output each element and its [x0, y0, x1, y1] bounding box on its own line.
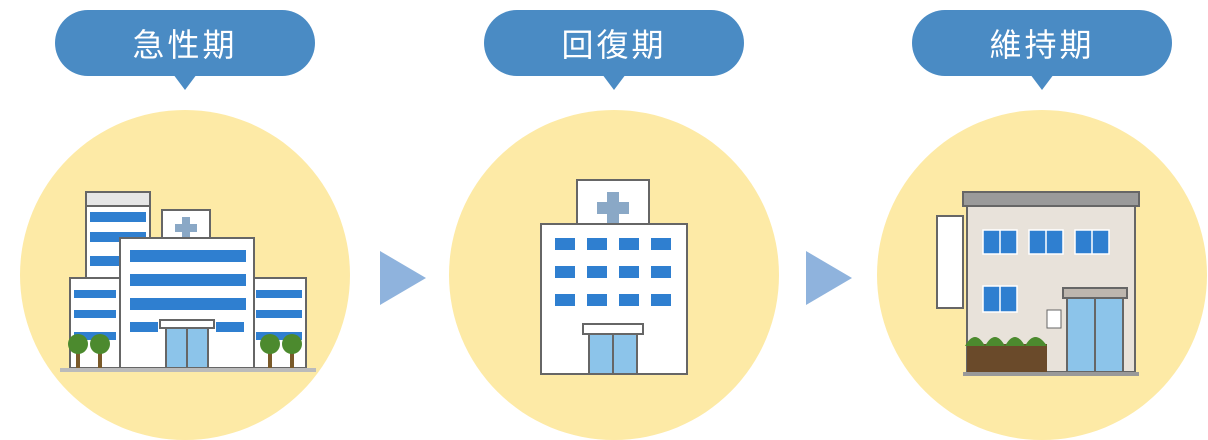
stage-label: 維持期 [989, 26, 1095, 64]
large-hospital-icon [60, 191, 316, 372]
clinic-icon [936, 191, 1140, 376]
stage-circle [20, 110, 350, 440]
hospital-icon [540, 179, 688, 375]
stage-acute: 急性期 [20, 0, 350, 440]
arrow-right-icon [380, 251, 426, 305]
stage-label: 回復期 [561, 26, 667, 64]
stage-label-bubble: 回復期 [484, 10, 744, 90]
stage-label: 急性期 [132, 26, 238, 64]
stage-label-bubble: 維持期 [912, 10, 1172, 90]
stage-circle [449, 110, 779, 440]
stage-maintenance: 維持期 [877, 0, 1207, 440]
stage-circle [877, 110, 1207, 440]
stage-label-bubble: 急性期 [55, 10, 315, 90]
stage-recovery: 回復期 [449, 0, 779, 440]
arrow-right-icon [806, 251, 852, 305]
